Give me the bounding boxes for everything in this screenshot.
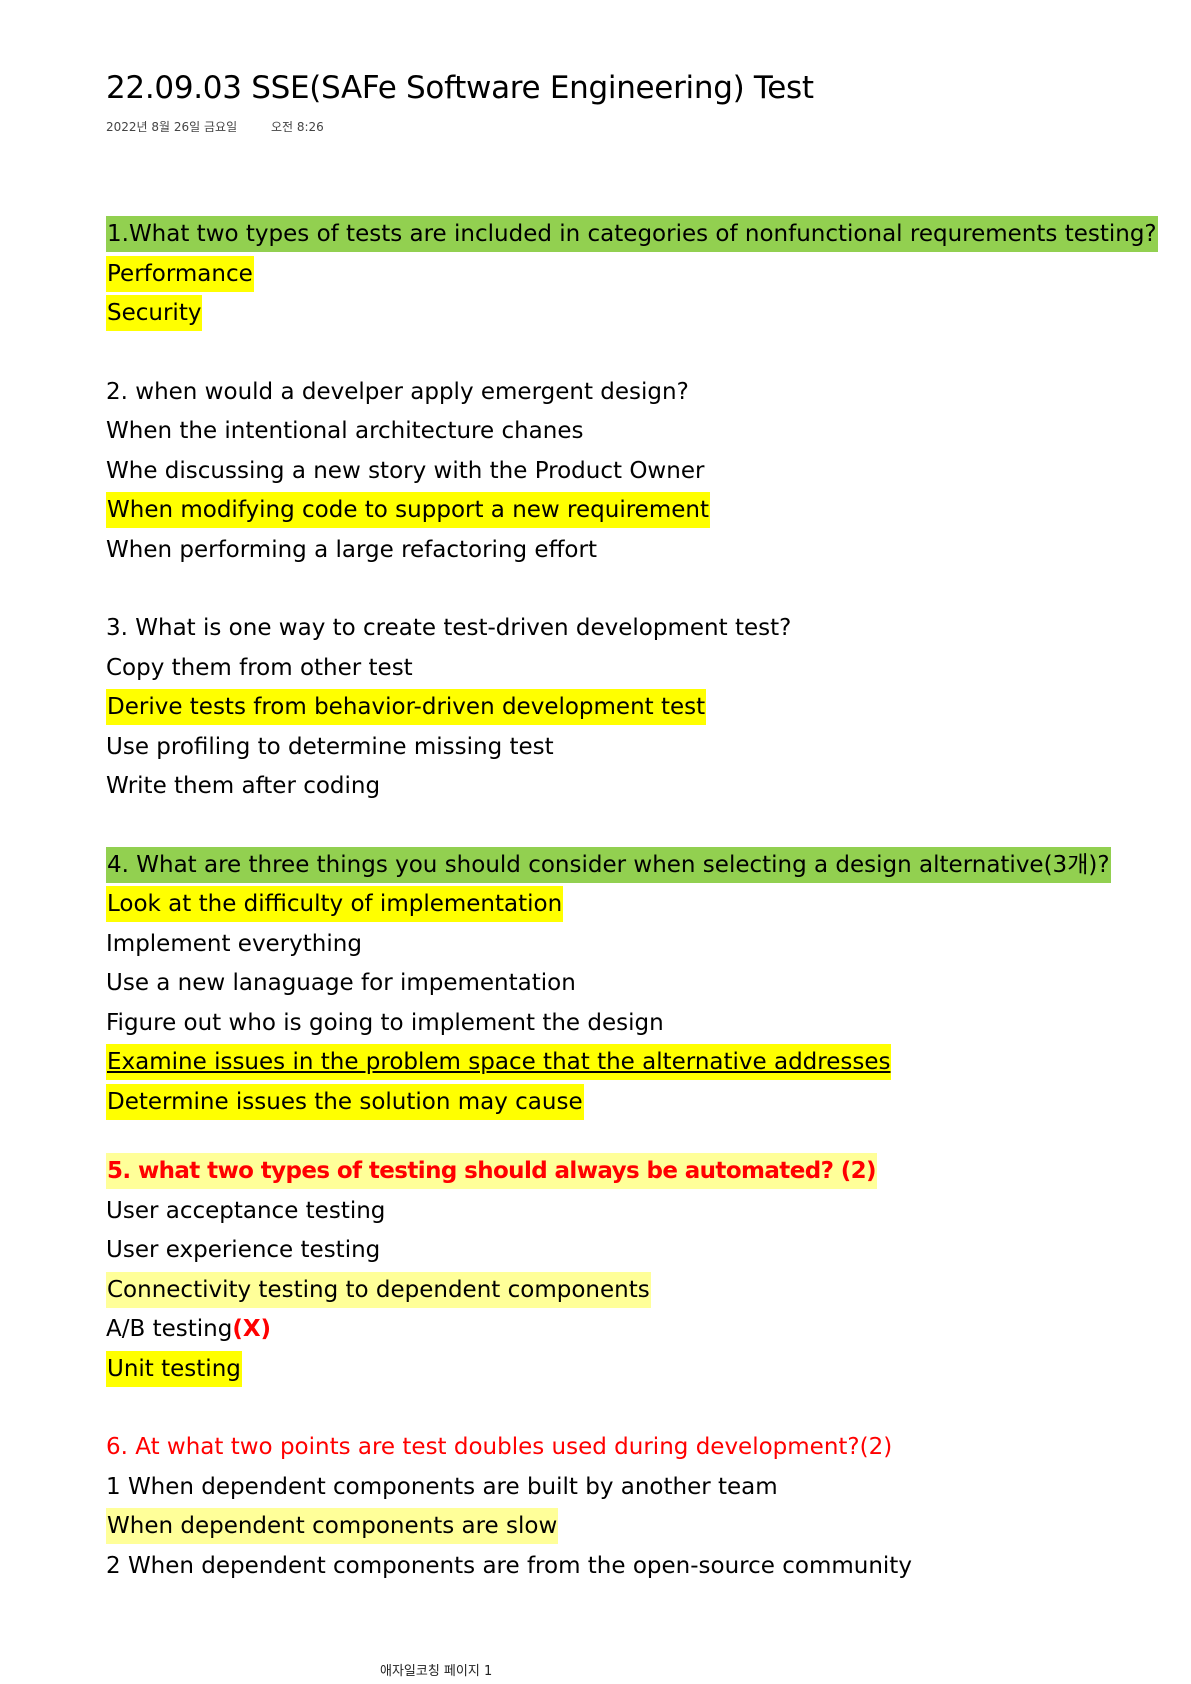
answer-correct: Examine issues in the problem space that… <box>106 1044 892 1080</box>
answer-option: A/B testing <box>106 1316 233 1342</box>
answer-line: Implement everything <box>106 925 1156 965</box>
answer-line: 2 When dependent components are from the… <box>106 1547 1156 1587</box>
answer-option: When the intentional architecture chanes <box>106 418 584 444</box>
page-meta: 2022년 8월 26일 금요일 오전 8:26 <box>106 118 324 135</box>
answer-correct: Derive tests from behavior-driven develo… <box>106 689 707 725</box>
answer-option: 2 When dependent components are from the… <box>106 1552 912 1579</box>
answer-line: When performing a large refactoring effo… <box>106 531 1156 571</box>
answer-option: Copy them from other test <box>106 654 413 681</box>
answer-line: User acceptance testing <box>106 1192 1156 1232</box>
answer-option: User experience testing <box>106 1237 381 1263</box>
question-2: 2. when would a develper apply emergent … <box>106 373 1156 413</box>
meta-time: 오전 8:26 <box>270 120 324 134</box>
question-6: 6. At what two points are test doubles u… <box>106 1428 1156 1468</box>
answer-line: Use profiling to determine missing test <box>106 728 1156 768</box>
answer-line: Use a new lanaguage for impementation <box>106 964 1156 1004</box>
answer-line: Unit testing <box>106 1350 1156 1390</box>
answer-line: Connectivity testing to dependent compon… <box>106 1271 1156 1311</box>
answer-line: 1 When dependent components are built by… <box>106 1468 1156 1508</box>
answer-line: Performance <box>106 255 1156 295</box>
question-3: 3. What is one way to create test-driven… <box>106 609 1156 649</box>
answer-option: User acceptance testing <box>106 1197 386 1224</box>
answer-line: When the intentional architecture chanes <box>106 412 1156 452</box>
question-4: 4. What are three things you should cons… <box>106 846 1156 886</box>
answer-line: Derive tests from behavior-driven develo… <box>106 688 1156 728</box>
answer-line: Write them after coding <box>106 767 1156 807</box>
answer-line: Copy them from other test <box>106 649 1156 689</box>
question-1: 1.What two types of tests are included i… <box>106 215 1158 255</box>
answer-option: Implement everything <box>106 930 362 957</box>
question-2-text: 2. when would a develper apply emergent … <box>106 378 689 405</box>
answer-line: User experience testing <box>106 1231 1156 1271</box>
answer-option: When performing a large refactoring effo… <box>106 536 597 563</box>
answer-line: Examine issues in the problem space that… <box>106 1043 1156 1083</box>
answer-option: Use a new lanaguage for impementation <box>106 970 576 996</box>
spacer <box>106 334 1156 373</box>
meta-date: 2022년 8월 26일 금요일 <box>106 120 238 134</box>
answer-option: Whe discussing a new story with the Prod… <box>106 457 705 484</box>
page-title: 22.09.03 SSE(SAFe Software Engineering) … <box>106 70 814 106</box>
answer-correct: Determine issues the solution may cause <box>106 1083 584 1120</box>
answer-line: Determine issues the solution may cause <box>106 1083 1156 1123</box>
question-1-text: 1.What two types of tests are included i… <box>106 216 1158 252</box>
answer-correct: Performance <box>106 255 254 292</box>
question-3-text: 3. What is one way to create test-driven… <box>106 615 792 641</box>
wrong-mark: (X) <box>232 1316 272 1342</box>
answer-line: When modifying code to support a new req… <box>106 491 1156 531</box>
answer-line: A/B testing(X) <box>106 1310 1156 1350</box>
answer-correct: Look at the difficulty of implementation <box>106 886 564 922</box>
question-5-text: 5. what two types of testing should alwa… <box>106 1153 877 1189</box>
spacer <box>106 1122 1156 1152</box>
page-footer: 애자일코칭 페이지 1 <box>380 1664 493 1679</box>
answer-correct: Unit testing <box>106 1350 242 1387</box>
answer-correct: When modifying code to support a new req… <box>106 492 710 528</box>
answer-option: Use profiling to determine missing test <box>106 733 554 760</box>
answer-option: Write them after coding <box>106 773 381 799</box>
answer-line: Security <box>106 294 1156 334</box>
note-body: 1.What two types of tests are included i… <box>106 215 1158 1587</box>
spacer <box>106 1389 1156 1428</box>
answer-correct: Security <box>106 295 203 331</box>
answer-correct: When dependent components are slow <box>106 1508 559 1544</box>
answer-correct: Connectivity testing to dependent compon… <box>106 1271 651 1308</box>
question-5: 5. what two types of testing should alwa… <box>106 1152 1156 1192</box>
spacer <box>106 570 1156 609</box>
answer-option: 1 When dependent components are built by… <box>106 1473 778 1500</box>
answer-line: Figure out who is going to implement the… <box>106 1004 1156 1044</box>
question-4-text: 4. What are three things you should cons… <box>106 846 1111 883</box>
answer-option: Figure out who is going to implement the… <box>106 1009 664 1036</box>
question-6-text: 6. At what two points are test doubles u… <box>106 1434 893 1460</box>
spacer <box>106 807 1156 846</box>
answer-line: Whe discussing a new story with the Prod… <box>106 452 1156 492</box>
answer-line: When dependent components are slow <box>106 1507 1156 1547</box>
answer-line: Look at the difficulty of implementation <box>106 885 1156 925</box>
